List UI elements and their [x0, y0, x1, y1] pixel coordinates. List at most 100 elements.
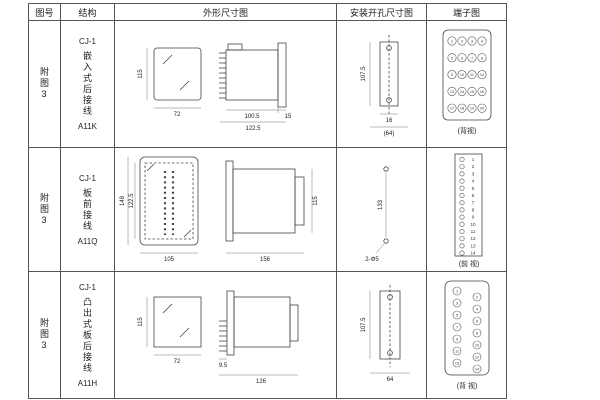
- dim-height: 115: [138, 297, 147, 347]
- structure-cell: CJ-1 嵌入式后接线 A11K: [60, 20, 115, 148]
- terminal-strip-outline: [454, 153, 483, 256]
- hole-callout-label: 2-Φ5: [365, 257, 379, 263]
- model-code: A11H: [77, 378, 98, 388]
- svg-text:12: 12: [475, 356, 479, 360]
- svg-text:12: 12: [470, 236, 476, 241]
- figure-cell: 附图3: [28, 20, 61, 148]
- dim-length-total-label: 126: [255, 379, 266, 385]
- svg-text:1: 1: [472, 157, 475, 162]
- svg-text:7: 7: [456, 326, 458, 330]
- dim-side-length-label: 156: [259, 257, 270, 263]
- dim-height: 115: [138, 48, 147, 100]
- svg-text:13: 13: [455, 362, 459, 366]
- outline-drawing: 115 72: [138, 42, 291, 132]
- svg-text:9: 9: [456, 338, 458, 342]
- spec-table: 图号 结构 外形尺寸图 安装开孔尺寸图 端子图 附图3 CJ-1 嵌入式后接线 …: [28, 3, 507, 399]
- svg-text:13: 13: [470, 243, 476, 248]
- col-header-mounting: 安装开孔尺寸图: [336, 3, 427, 21]
- figure-cell: 附图3: [28, 147, 61, 272]
- svg-text:9: 9: [472, 214, 475, 219]
- dim-hole-spacing-label: 133: [378, 199, 384, 210]
- svg-text:10: 10: [460, 73, 464, 77]
- mounting-drawing: 107.5 64: [361, 285, 410, 383]
- svg-text:13: 13: [450, 90, 454, 94]
- view-label: (背视): [458, 126, 477, 135]
- col-header-fig: 图号: [28, 3, 61, 21]
- svg-text:12: 12: [480, 73, 484, 77]
- dim-width-label: 72: [173, 359, 180, 365]
- structure-name: 凸出式板后接线: [82, 296, 92, 374]
- dim-length-total: 126: [218, 374, 298, 385]
- dim-pin-length-label: 9.5: [218, 363, 227, 369]
- svg-text:14: 14: [460, 90, 464, 94]
- svg-text:11: 11: [471, 229, 476, 234]
- dim-height-label: 115: [138, 69, 144, 79]
- dim-slot-width: 16: [379, 113, 398, 124]
- svg-text:7: 7: [472, 200, 475, 205]
- svg-text:3: 3: [472, 171, 475, 176]
- svg-text:14: 14: [475, 368, 479, 372]
- dim-side-height: 115: [311, 168, 319, 233]
- dim-spacing-label: (64): [383, 131, 394, 137]
- model-code: A11K: [78, 122, 97, 131]
- outline-drawing-cell: 115 72: [114, 20, 337, 148]
- model-series: CJ-1: [79, 37, 96, 46]
- svg-text:10: 10: [470, 221, 476, 226]
- svg-text:16: 16: [480, 90, 484, 94]
- dim-inner-height-label: 122.5: [129, 192, 135, 208]
- view-label: (前 视): [459, 259, 480, 268]
- table-row: 附图3 CJ-1 板前接线 A11Q 14: [28, 147, 507, 272]
- svg-text:6: 6: [472, 193, 475, 198]
- dim-cutout-height: 107.5: [361, 42, 370, 106]
- outline-drawing: 148 122.5 105 156: [120, 156, 319, 263]
- side-view: [218, 42, 286, 108]
- svg-text:8: 8: [472, 207, 475, 212]
- header-row: 图号 结构 外形尺寸图 安装开孔尺寸图 端子图: [28, 3, 507, 21]
- dim-pin-length: 9.5: [218, 358, 227, 369]
- col-header-terminal: 端子图: [426, 3, 507, 21]
- dim-inner-height: 122.5: [129, 162, 135, 239]
- svg-text:2: 2: [472, 164, 475, 169]
- structure-cell: CJ-1 板前接线 A11Q: [60, 147, 115, 272]
- dim-flange-label: 15: [284, 114, 291, 120]
- side-view: [225, 160, 304, 241]
- dim-spacing: (64): [369, 126, 408, 137]
- svg-text:3: 3: [471, 40, 473, 44]
- dim-cutout-height: 107.5: [361, 291, 370, 359]
- structure-name: 板前接线: [82, 187, 92, 232]
- svg-text:6: 6: [461, 56, 463, 60]
- svg-text:18: 18: [460, 107, 464, 111]
- dim-slot-width-label: 16: [385, 118, 392, 124]
- svg-text:14: 14: [470, 250, 476, 255]
- svg-text:15: 15: [470, 90, 474, 94]
- dim-side-length: 156: [225, 252, 304, 263]
- panel-cutout: [379, 35, 398, 114]
- figure-number: 附图3: [39, 318, 49, 352]
- dim-side-height-label: 115: [313, 195, 319, 205]
- dim-width: 105: [139, 252, 198, 263]
- outline-drawing: 115 72 9.5: [138, 290, 298, 385]
- dim-cutout-height-label: 107.5: [361, 317, 367, 333]
- col-header-structure: 结构: [60, 3, 115, 21]
- figure-cell: 附图3: [28, 271, 61, 399]
- model-series: CJ-1: [79, 282, 96, 292]
- svg-text:7: 7: [471, 56, 473, 60]
- dim-depth-total-label: 122.5: [245, 126, 261, 132]
- side-view: [218, 290, 298, 356]
- mounting-drawing-cell: 107.5 64: [336, 271, 427, 399]
- figure-number: 附图3: [39, 67, 49, 101]
- dim-depth-body-label: 100.5: [244, 114, 260, 120]
- svg-text:2: 2: [461, 40, 463, 44]
- terminal-block-outline: [444, 280, 490, 376]
- table-row: 附图3 CJ-1 凸出式板后接线 A11H 115: [28, 271, 507, 399]
